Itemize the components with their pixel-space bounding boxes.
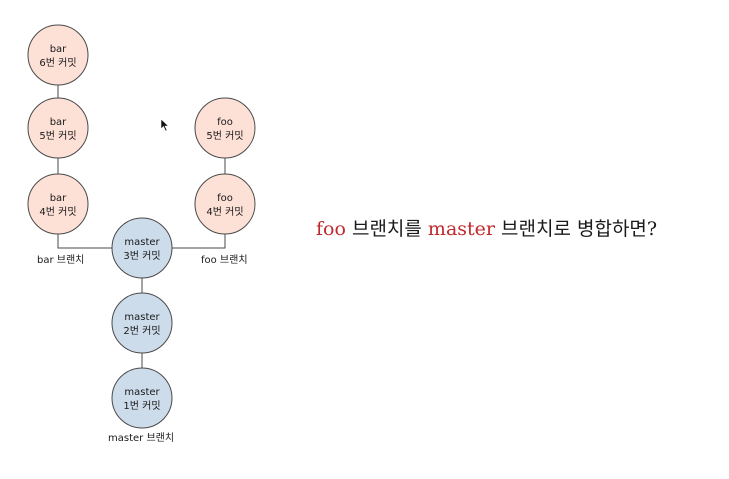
- commit-node-label: 2번 커밋: [123, 325, 160, 337]
- commit-node-circle: [194, 173, 256, 235]
- edges-layer: [57, 85, 226, 368]
- commit-node-circle: [111, 217, 173, 279]
- commit-node-bar5: bar 5번 커밋: [27, 97, 89, 159]
- commit-node-master1: master 1번 커밋: [111, 367, 173, 429]
- commit-node-branch: bar: [50, 193, 67, 204]
- commit-node-branch: bar: [50, 44, 67, 55]
- question-text-2: 브랜치로 병합하면?: [494, 218, 658, 240]
- commit-node-bar6: bar 6번 커밋: [27, 24, 89, 86]
- edge-foo4-master3: [172, 234, 226, 249]
- commit-node-branch: master: [124, 312, 160, 323]
- commit-node-circle: [194, 97, 256, 159]
- commit-node-label: 4번 커밋: [206, 206, 243, 218]
- commit-node-label: 3번 커밋: [123, 250, 160, 262]
- edge-bar4-master3: [57, 234, 112, 249]
- commit-node-circle: [27, 24, 89, 86]
- commit-node-bar4: bar 4번 커밋: [27, 173, 89, 235]
- commit-node-circle: [111, 292, 173, 354]
- commit-node-circle: [27, 97, 89, 159]
- commit-node-foo5: foo 5번 커밋: [194, 97, 256, 159]
- nodes-layer: bar 6번 커밋 bar 5번 커밋 bar 4번 커밋 foo 5번 커밋 foo 4번 커밋…: [27, 24, 256, 429]
- commit-node-label: 4번 커밋: [39, 206, 76, 218]
- bar-branch-label: bar 브랜치: [37, 254, 84, 266]
- commit-node-label: 5번 커밋: [206, 130, 243, 142]
- commit-node-label: 6번 커밋: [39, 57, 76, 69]
- commit-node-circle: [111, 367, 173, 429]
- commit-node-master2: master 2번 커밋: [111, 292, 173, 354]
- merge-question: foo 브랜치를 master 브랜치로 병합하면?: [316, 214, 657, 241]
- mouse-pointer-icon: [160, 118, 170, 132]
- master-branch-label: master 브랜치: [108, 432, 174, 444]
- commit-node-label: 1번 커밋: [123, 400, 160, 412]
- foo-branch-label: foo 브랜치: [201, 254, 248, 266]
- commit-node-label: 5번 커밋: [39, 130, 76, 142]
- commit-node-branch: master: [124, 237, 160, 248]
- question-foo: foo: [316, 218, 346, 240]
- commit-node-branch: foo: [217, 193, 233, 204]
- commit-node-master3: master 3번 커밋: [111, 217, 173, 279]
- question-text-1: 브랜치를: [345, 218, 428, 240]
- commit-node-foo4: foo 4번 커밋: [194, 173, 256, 235]
- question-master: master: [427, 218, 495, 240]
- commit-node-branch: foo: [217, 117, 233, 128]
- commit-node-circle: [27, 173, 89, 235]
- commit-node-branch: master: [124, 387, 160, 398]
- commit-node-branch: bar: [50, 117, 67, 128]
